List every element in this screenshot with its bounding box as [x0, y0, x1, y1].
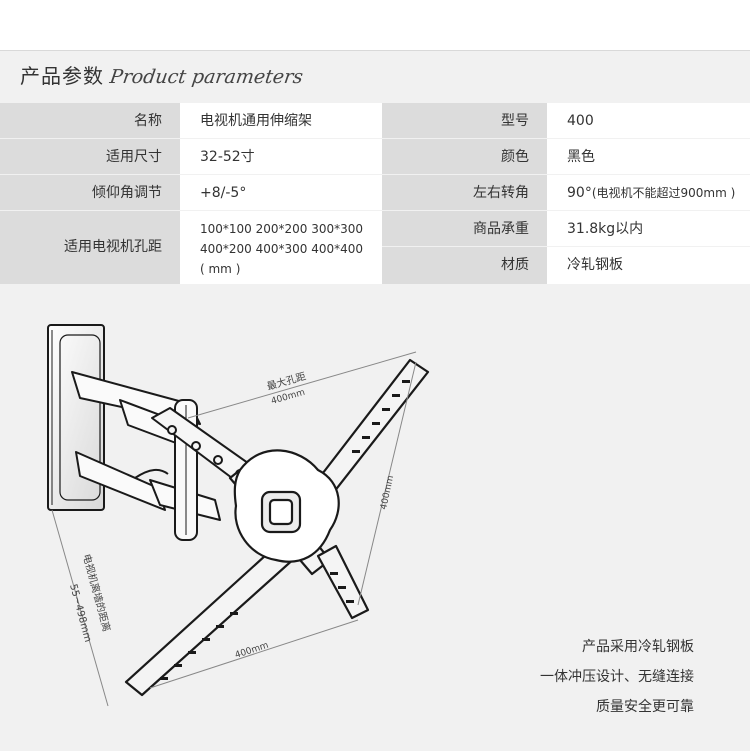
feature-note: 质量安全更可靠	[596, 699, 694, 715]
section-heading: 产品参数 Product parameters	[20, 60, 305, 96]
size-value: 32-52寸	[180, 139, 382, 175]
feature-note: 产品采用冷轧钢板	[582, 639, 694, 655]
size-label: 适用尺寸	[0, 139, 180, 175]
swivel-label: 左右转角	[382, 175, 547, 211]
hole-value-line2: 400*200 400*300 400*400	[200, 242, 364, 256]
model-value: 400	[547, 103, 750, 139]
name-label: 名称	[0, 103, 180, 139]
vesa-bracket	[124, 358, 430, 697]
row-divider	[382, 246, 750, 247]
row-divider	[0, 210, 750, 211]
mounting-slots	[160, 380, 410, 680]
row-divider	[0, 174, 750, 175]
name-value: 电视机通用伸缩架	[180, 103, 382, 139]
swivel-value: 90°(电视机不能超过900mm )	[547, 175, 750, 211]
heading-en: Product parameters	[108, 66, 305, 88]
row-divider	[0, 138, 750, 139]
bottom-width-label: 400mm	[234, 641, 270, 661]
hole-value-line3: ( mm )	[200, 262, 241, 276]
hole-value-line1: 100*100 200*200 300*300	[200, 222, 364, 236]
load-label: 商品承重	[382, 211, 547, 247]
top-white-band	[0, 0, 750, 50]
color-label: 颜色	[382, 139, 547, 175]
tilt-label: 倾仰角调节	[0, 175, 180, 211]
model-label: 型号	[382, 103, 547, 139]
wall-distance-value: 55~498mm	[67, 583, 93, 644]
color-value: 黑色	[547, 139, 750, 175]
hole-value: 100*100 200*200 300*300 400*200 400*300 …	[180, 211, 382, 284]
tilt-value: +8/-5°	[180, 175, 382, 211]
top-divider	[0, 50, 750, 51]
dimension-lines	[51, 351, 417, 707]
hole-label: 适用电视机孔距	[0, 211, 180, 284]
feature-notes: 产品采用冷轧钢板 一体冲压设计、无缝连接 质量安全更可靠	[510, 632, 694, 722]
load-value: 31.8kg以内	[547, 211, 750, 247]
swivel-note: (电视机不能超过900mm )	[591, 186, 736, 200]
swivel-angle: 90°	[567, 185, 592, 201]
feature-note: 一体冲压设计、无缝连接	[540, 669, 694, 685]
spec-table: 名称 电视机通用伸缩架 型号 400 适用尺寸 32-52寸 颜色 黑色 倾仰角…	[0, 103, 750, 284]
material-value: 冷轧钢板	[547, 247, 750, 284]
material-label: 材质	[382, 247, 547, 284]
heading-cn: 产品参数	[20, 64, 104, 88]
wall-mount-diagram: 最大孔距 400mm 400mm 400mm 电视机离墙的距离 55~498mm	[47, 324, 430, 707]
right-height-label: 400mm	[379, 475, 396, 511]
